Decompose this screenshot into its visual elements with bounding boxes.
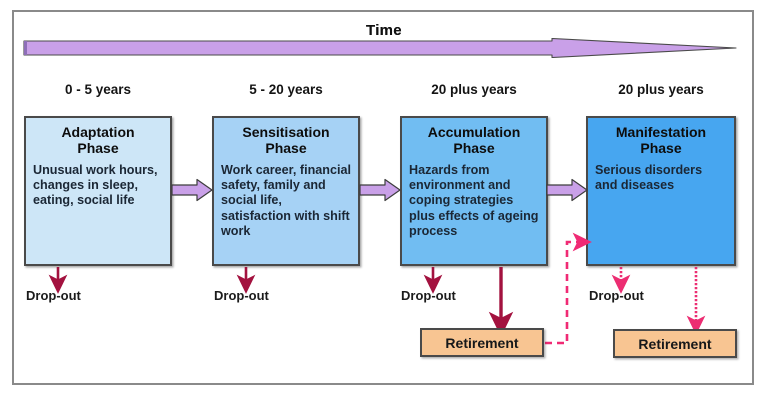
retirement-box-accumulation[interactable]: Retirement <box>420 328 544 357</box>
phase-box-sensitisation[interactable]: Sensitisation Phase Work career, financi… <box>212 116 360 266</box>
phase-body-manifestation: Serious disorders and diseases <box>595 163 703 193</box>
phase-box-accumulation[interactable]: Accumulation Phase Hazards from environm… <box>400 116 548 266</box>
phase-body-accumulation: Hazards from environment and coping stra… <box>409 163 539 238</box>
dropout-label-phase-4: Drop-out <box>589 288 644 303</box>
dropout-label-phase-1: Drop-out <box>26 288 81 303</box>
phase-box-adaptation[interactable]: Adaptation Phase Unusual work hours, cha… <box>24 116 172 266</box>
phase-title-line2: Phase <box>640 140 682 156</box>
phase-title-line1: Accumulation <box>427 124 521 140</box>
phase-body-sensitisation: Work career, financial safety, family an… <box>221 163 351 238</box>
dropout-label-phase-3: Drop-out <box>401 288 456 303</box>
retirement-label: Retirement <box>445 334 519 351</box>
phase-title-line1: Manifestation <box>615 124 707 140</box>
year-label-phase-3: 20 plus years <box>431 82 517 97</box>
connector-arrow-2-to-3 <box>359 178 401 202</box>
phase-title-manifestation: Manifestation Phase <box>595 124 727 156</box>
phase-title-line2: Phase <box>453 140 495 156</box>
phase-title-accumulation: Accumulation Phase <box>409 124 539 156</box>
year-label-phase-2: 5 - 20 years <box>249 82 323 97</box>
phase-title-sensitisation: Sensitisation Phase <box>221 124 351 156</box>
phase-title-line2: Phase <box>77 140 119 156</box>
time-axis-arrow <box>22 37 738 59</box>
diagram-title: Time <box>366 22 402 39</box>
year-label-phase-1: 0 - 5 years <box>64 82 132 97</box>
phase-title-line2: Phase <box>265 140 307 156</box>
phase-title-line1: Adaptation <box>61 124 135 140</box>
connector-arrow-1-to-2 <box>171 178 213 202</box>
dropout-label-phase-2: Drop-out <box>214 288 269 303</box>
year-label-phase-4: 20 plus years <box>618 82 704 97</box>
phase-body-adaptation: Unusual work hours, changes in sleep, ea… <box>33 163 158 208</box>
retirement-label: Retirement <box>638 335 712 352</box>
phase-box-manifestation[interactable]: Manifestation Phase Serious disorders an… <box>586 116 736 266</box>
retirement-box-manifestation[interactable]: Retirement <box>613 329 737 358</box>
phase-title-adaptation: Adaptation Phase <box>33 124 163 156</box>
connector-arrow-3-to-4 <box>546 178 588 202</box>
phase-title-line1: Sensitisation <box>242 124 330 140</box>
